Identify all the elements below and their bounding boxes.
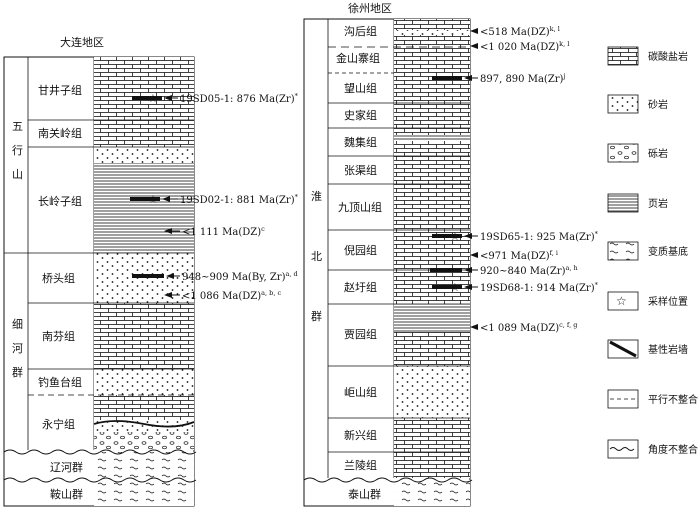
svg-text:北: 北 <box>311 250 322 263</box>
group-label-xihe: 细 河 群 <box>12 318 23 379</box>
age-label-dz-qiaotou: <1 086 Ma(DZ)a, b, c <box>182 289 281 302</box>
sample-star-icon: ☆ <box>450 230 460 243</box>
formation-nanguanling: 南关岭组 <box>38 126 82 140</box>
svg-text:山: 山 <box>12 168 23 181</box>
age-label-jinshanzhai: <1 020 Ma(DZ)k, l <box>480 40 569 53</box>
svg-text:基性岩墙: 基性岩墙 <box>648 343 688 356</box>
formation-niyuan: 倪园组 <box>344 243 377 257</box>
age-label-ganjingzi: 19SD05-1: 876 Ma(Zr)* <box>180 92 299 105</box>
svg-text:五: 五 <box>12 120 23 133</box>
svg-text:平行不整合: 平行不整合 <box>648 393 698 406</box>
formation-diaoyutai: 钓鱼台组 <box>38 375 82 389</box>
dike-icon <box>609 340 637 358</box>
formation-jiudingshan: 九顶山组 <box>338 200 382 214</box>
formation-xinxing: 新兴组 <box>344 428 377 442</box>
age-label-zhaowei: 19SD68-1: 914 Ma(Zr)* <box>480 281 599 294</box>
svg-text:页岩: 页岩 <box>648 197 668 210</box>
formation-changlingzi: 长岭子组 <box>38 194 82 208</box>
formation-weiji: 魏集组 <box>344 135 377 149</box>
formation-lanling: 兰陵组 <box>344 458 377 472</box>
formation-yanshan: 岠山组 <box>344 385 377 399</box>
sample-star-icon: ☆ <box>148 92 158 105</box>
sample-star-icon: ☆ <box>148 193 158 206</box>
sample-star-icon: ☆ <box>450 281 460 294</box>
svg-text:河: 河 <box>12 342 23 355</box>
xuzhou-column <box>303 18 473 507</box>
formation-gouhou: 沟后组 <box>344 24 377 38</box>
age-label-gouhou: <518 Ma(DZ)k, l <box>480 25 560 38</box>
dalian-column <box>3 56 197 507</box>
age-label-qiaotou: 948~909 Ma(By, Zr)a, d <box>182 270 298 283</box>
formation-jinshanzhai: 金山寨组 <box>336 51 380 65</box>
formation-zhaowei: 赵圩组 <box>344 280 377 294</box>
svg-text:角度不整合: 角度不整合 <box>648 443 698 456</box>
group-label-liaohe: 辽河群 <box>50 460 83 474</box>
age-label-jiayuan: <1 089 Ma(DZ)c, f, g <box>480 321 577 334</box>
age-label-changlingzi: 19SD02-1: 881 Ma(Zr)* <box>180 193 299 206</box>
group-label-huaibei: 淮 北 群 <box>311 190 322 323</box>
svg-text:碳酸盐岩: 碳酸盐岩 <box>648 50 688 63</box>
formation-yongning: 永宁组 <box>42 417 75 431</box>
age-label-dz-niyuan: <971 Ma(DZ)f, i <box>480 249 558 262</box>
group-label-wuxingshan: 五 行 山 <box>12 120 23 181</box>
formation-qiaotou: 桥头组 <box>42 271 75 285</box>
svg-text:群: 群 <box>311 309 322 323</box>
age-arrows-dalian <box>162 95 180 298</box>
svg-text:淮: 淮 <box>311 190 322 203</box>
age-arrows-xuzhou <box>464 28 478 330</box>
age-label-wangshan: 897, 890 Ma(Zr)j <box>480 72 565 85</box>
formation-zhangqu: 张渠组 <box>344 163 377 177</box>
svg-text:采样位置: 采样位置 <box>648 295 688 308</box>
xuzhou-region-title: 徐州地区 <box>348 1 392 15</box>
svg-text:细: 细 <box>12 318 23 331</box>
svg-text:砂岩: 砂岩 <box>648 98 668 111</box>
formation-ganjingzi: 甘井子组 <box>38 83 82 97</box>
svg-text:群: 群 <box>12 365 23 379</box>
svg-text:行: 行 <box>12 144 23 157</box>
formation-nanfen: 南芬组 <box>42 329 75 343</box>
age-label-zhaowei-top: 920~840 Ma(Zr)a, h <box>480 264 578 277</box>
svg-text:砾岩: 砾岩 <box>648 147 668 160</box>
age-label-dz-changlingzi: <1 111 Ma(DZ)c <box>182 225 265 238</box>
legend: 碳酸盐岩 砂岩 砾岩 页岩 变质基底 ☆ 采样位置 基性岩墙 平行不整合 角度不… <box>607 46 698 459</box>
age-label-niyuan: 19SD65-1: 925 Ma(Zr)* <box>480 230 599 243</box>
formation-wangshan: 望山组 <box>344 81 377 95</box>
svg-text:变质基底: 变质基底 <box>648 245 688 258</box>
group-label-taishan: 泰山群 <box>348 487 381 501</box>
dalian-region-title: 大连地区 <box>60 35 104 49</box>
formation-jiayuan: 贾园组 <box>344 327 377 341</box>
group-label-anshan: 鞍山群 <box>50 487 83 501</box>
formation-shijia: 史家组 <box>344 108 377 122</box>
sample-star-icon: ☆ <box>616 294 627 308</box>
